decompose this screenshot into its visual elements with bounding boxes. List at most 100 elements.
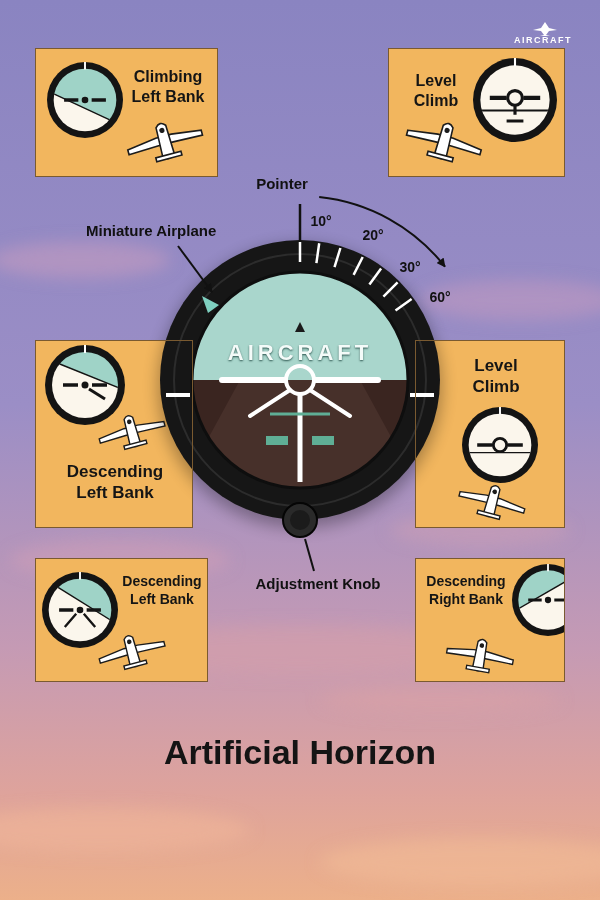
art-path bbox=[499, 407, 501, 415]
label-anchor: 60° bbox=[420, 290, 460, 305]
art-g bbox=[452, 37, 578, 174]
label-anchor: AIRCRAFT bbox=[508, 36, 578, 46]
art-rect bbox=[443, 388, 557, 453]
part-name: Pointer bbox=[232, 176, 332, 193]
art-path bbox=[89, 389, 105, 399]
art-path bbox=[30, 83, 133, 131]
art-path bbox=[507, 105, 524, 121]
maneuver-name: Descending Right Bank bbox=[424, 573, 508, 608]
watermark: AIRCRAFT bbox=[200, 341, 400, 365]
attitude-indicator bbox=[158, 240, 442, 537]
leader-lines bbox=[178, 197, 445, 571]
art-use bbox=[95, 627, 168, 675]
art-path bbox=[477, 443, 523, 446]
art-circle bbox=[77, 607, 84, 614]
art-ellipse bbox=[320, 838, 600, 886]
maneuver-card: Descending Right Bank bbox=[415, 558, 565, 682]
art-path bbox=[79, 572, 81, 580]
label-anchor: Adjustment Knob bbox=[238, 576, 398, 593]
art-path bbox=[300, 242, 412, 311]
art-circle bbox=[82, 382, 89, 389]
art-path bbox=[84, 62, 86, 70]
maneuver-name: Level Climb bbox=[456, 355, 536, 398]
clouds bbox=[0, 242, 600, 886]
art-path bbox=[299, 204, 302, 242]
art-rect bbox=[190, 270, 410, 380]
art-path bbox=[84, 345, 86, 353]
art-ellipse bbox=[0, 808, 250, 852]
art-path bbox=[490, 96, 540, 100]
art-circle bbox=[508, 91, 523, 106]
label-anchor: 10° bbox=[301, 214, 341, 229]
label-anchor: Pointer bbox=[232, 176, 332, 193]
art-circle bbox=[290, 510, 310, 530]
art-path bbox=[547, 564, 549, 571]
label-anchor: AIRCRAFT bbox=[200, 341, 400, 365]
bank-angle: 30° bbox=[390, 260, 430, 275]
maneuver-card: Descending Left Bank bbox=[35, 340, 193, 528]
part-name: Adjustment Knob bbox=[238, 576, 398, 593]
art-use bbox=[444, 634, 515, 677]
art-rect bbox=[1, 573, 132, 688]
art-path bbox=[295, 322, 305, 332]
art-rect bbox=[312, 436, 334, 445]
label-anchor: Miniature Airplane bbox=[86, 223, 266, 240]
art-g bbox=[452, 37, 578, 174]
mini-gauge bbox=[452, 37, 578, 174]
card-fills bbox=[35, 48, 565, 682]
title-anchor: Artificial Horizon bbox=[0, 733, 600, 772]
art-path bbox=[319, 197, 445, 267]
art-g bbox=[180, 270, 420, 490]
art-path bbox=[178, 246, 212, 292]
art-path bbox=[270, 413, 330, 416]
art-use bbox=[456, 477, 529, 525]
art-path bbox=[222, 377, 378, 383]
label-anchor: 30° bbox=[390, 260, 430, 275]
art-circle bbox=[283, 503, 317, 537]
maneuver-card: Climbing Left Bank bbox=[35, 48, 218, 177]
maneuver-name: Descending Left Bank bbox=[120, 573, 204, 608]
bank-angle: 10° bbox=[301, 214, 341, 229]
art-ellipse bbox=[0, 242, 170, 278]
art-path bbox=[305, 539, 314, 571]
art-circle bbox=[160, 240, 440, 520]
maneuver-name: Level Climb bbox=[403, 71, 469, 111]
art-path bbox=[533, 22, 557, 36]
art-ellipse bbox=[420, 280, 600, 320]
art-ellipse bbox=[320, 686, 560, 714]
logo-plane bbox=[533, 22, 557, 36]
art-use bbox=[123, 114, 206, 168]
art-path bbox=[250, 390, 350, 416]
bank-angle: 20° bbox=[353, 228, 393, 243]
art-path bbox=[298, 392, 303, 482]
logo-wordmark: AIRCRAFT bbox=[508, 36, 578, 46]
label-anchor: 20° bbox=[353, 228, 393, 243]
bank-angle: 60° bbox=[420, 290, 460, 305]
art-circle bbox=[82, 97, 89, 104]
art-circle bbox=[545, 597, 551, 603]
art-use bbox=[403, 114, 486, 168]
maneuver-name: Descending Left Bank bbox=[60, 461, 170, 504]
art-circle bbox=[493, 438, 506, 451]
art-rect bbox=[6, 83, 133, 183]
art-use bbox=[95, 407, 168, 455]
maneuver-name: Climbing Left Bank bbox=[122, 67, 214, 107]
poster-title: Artificial Horizon bbox=[0, 733, 600, 772]
maneuver-card: Level Climb bbox=[388, 48, 565, 177]
art-path bbox=[36, 573, 133, 633]
art-path bbox=[180, 380, 420, 490]
art-path bbox=[65, 614, 95, 627]
part-name: Miniature Airplane bbox=[86, 223, 266, 240]
maneuver-card: Descending Left Bank bbox=[35, 558, 208, 682]
art-circle bbox=[192, 272, 408, 488]
maneuver-card: Level Climb bbox=[415, 340, 565, 528]
art-rect bbox=[266, 436, 288, 445]
art-path bbox=[514, 58, 516, 66]
airplane-icons bbox=[95, 114, 528, 677]
art-path bbox=[202, 296, 219, 313]
art-path bbox=[498, 567, 565, 621]
art-path bbox=[33, 353, 144, 398]
